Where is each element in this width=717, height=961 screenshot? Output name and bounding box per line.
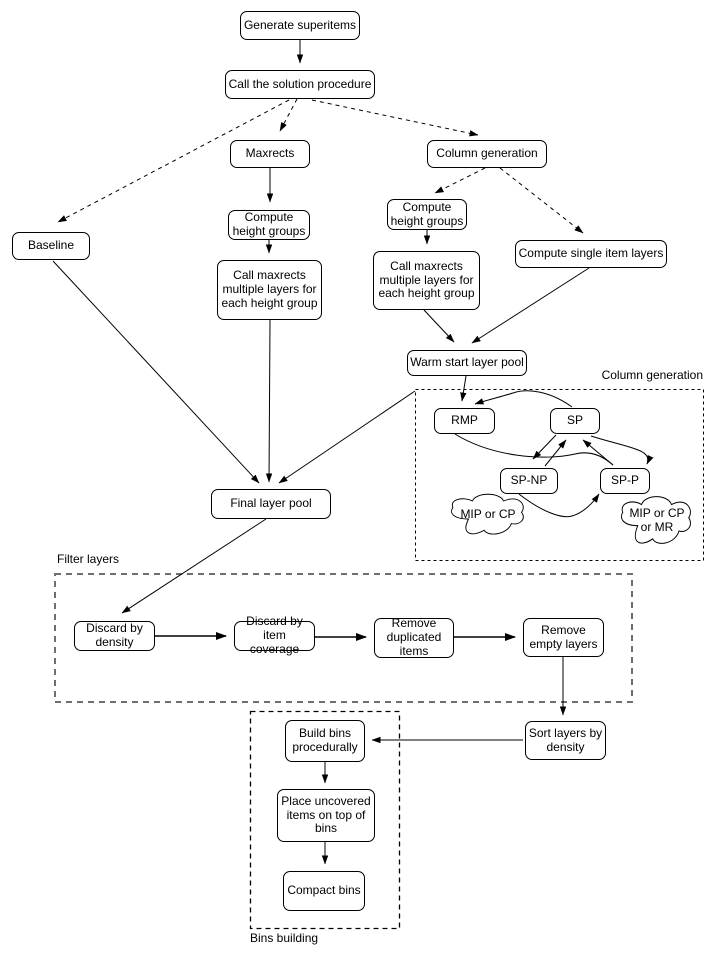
edge-call-to-maxrects [279, 98, 298, 132]
edge-spnp-to-sp [544, 439, 567, 467]
cloud-sp-np-solver [451, 493, 524, 535]
node-final-layer-pool: Final layer pool [211, 489, 331, 519]
node-sp: SP [550, 408, 600, 434]
edge-sp-to-spp [590, 435, 654, 465]
node-sp-np: SP-NP [500, 468, 558, 494]
node-baseline: Baseline [12, 232, 90, 260]
group-label-column-generation: Column generation [601, 368, 703, 382]
edge-colgen-to-chg-right [434, 167, 486, 194]
group-bins-building-box [249, 710, 401, 930]
group-filter-layers-box [54, 573, 633, 703]
node-sort-layers-by-density: Sort layers by density [525, 721, 606, 760]
node-column-generation: Column generation [427, 140, 547, 168]
edge-callmax-right-to-warm [423, 309, 455, 343]
node-discard-by-density: Discard by density [74, 621, 155, 651]
node-call-maxrects-left: Call maxrects multiple layers for each h… [217, 260, 322, 320]
edge-csil-to-warm [471, 267, 590, 344]
edge-flp-to-discard-density [121, 518, 267, 614]
group-column-generation-box [415, 389, 704, 561]
edge-call-to-baseline [57, 99, 290, 223]
node-place-uncovered-items: Place uncovered items on top of bins [277, 789, 375, 842]
edge-sp-to-rmp [474, 390, 573, 408]
edge-spnp-to-spp [518, 493, 600, 518]
node-call-maxrects-right: Call maxrects multiple layers for each h… [373, 251, 480, 310]
node-compute-height-groups-left: Compute height groups [228, 210, 310, 240]
node-maxrects: Maxrects [230, 140, 310, 168]
edge-colgen-to-csil [499, 167, 584, 234]
edge-callmax-left-to-flp [265, 319, 273, 483]
node-rmp: RMP [434, 408, 495, 434]
node-build-bins-procedurally: Build bins procedurally [285, 720, 365, 762]
edge-spp-corner-to-sp [582, 439, 614, 466]
node-remove-duplicated-items: Remove duplicated items [374, 616, 454, 658]
node-remove-empty-layers: Remove empty layers [523, 618, 604, 657]
node-sp-p: SP-P [600, 468, 650, 494]
edge-baseline-to-flp [52, 260, 260, 484]
cloud-label-sp-np-solver: MIP or CP [460, 506, 516, 521]
cloud-label-sp-p-solver: MIP or CP or MR [629, 505, 685, 534]
node-compute-height-groups-right: Compute height groups [387, 199, 467, 230]
edge-sp-to-spnp [532, 434, 557, 460]
node-generate-superitems: Generate superitems [240, 11, 360, 40]
edge-cg-to-flp [278, 390, 416, 484]
node-compact-bins: Compact bins [283, 871, 365, 911]
edge-warm-to-rmp [460, 375, 467, 402]
edge-call-to-column-generation [311, 99, 479, 137]
node-compute-single-item-layers: Compute single item layers [515, 240, 667, 268]
cloud-sp-p-solver [620, 496, 691, 544]
edge-rmp-loop [454, 433, 614, 466]
node-discard-by-item-coverage: Discard by item coverage [234, 614, 315, 656]
node-call-solution-procedure: Call the solution procedure [225, 70, 375, 99]
group-label-filter-layers: Filter layers [57, 552, 120, 566]
group-label-bins-building: Bins building [250, 931, 319, 945]
node-warm-start-layer-pool: Warm start layer pool [407, 350, 527, 376]
